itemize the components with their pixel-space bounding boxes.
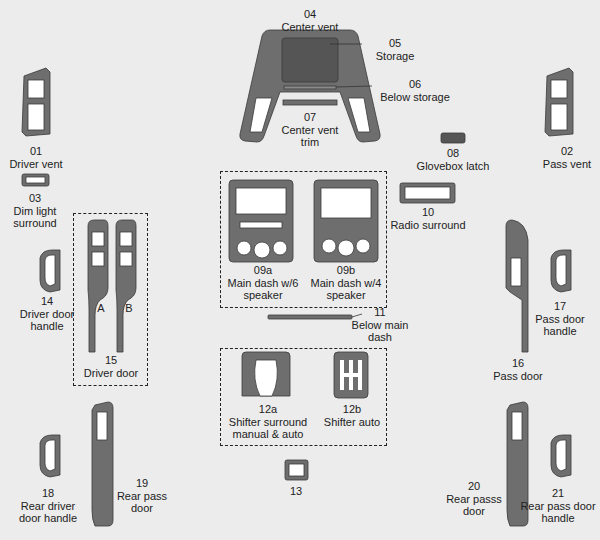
callout-label: 10 Radio surround	[378, 206, 478, 231]
callout-label: 01 Driver vent	[3, 145, 69, 170]
main-dash-part	[314, 180, 378, 262]
door-handle-part	[551, 250, 571, 292]
callout-label: 21 Rear pass door handle	[520, 487, 596, 525]
callout-label: 16 Pass door	[483, 357, 553, 382]
door-panel-part	[116, 220, 136, 352]
callout-label: 18 Rear driver door handle	[10, 487, 86, 525]
part-label: 15 Driver door	[76, 354, 146, 379]
callout-label: 04 Center vent	[265, 8, 355, 33]
callout-label: 06 Below storage	[375, 78, 455, 103]
door-panel-part	[88, 220, 108, 352]
part-label: A	[94, 302, 108, 315]
callout-label: 03 Dim light surround	[3, 192, 67, 230]
main-dash-part	[229, 180, 293, 262]
part-label: 09b Main dash w/4 speaker	[306, 264, 386, 302]
callout-label: 08 Glovebox latch	[405, 147, 501, 172]
callout-label: 13	[281, 485, 311, 498]
callout-label: 11 Below main dash	[340, 306, 420, 344]
shifter-auto-part	[334, 352, 368, 398]
small-trim-part	[285, 460, 308, 480]
door-handle-part	[40, 435, 60, 477]
callout-label: 07 Center vent trim	[275, 111, 345, 149]
leader-line	[330, 44, 362, 45]
shifter-surround-part	[242, 352, 290, 396]
part-label: 12a Shifter surround manual & auto	[218, 403, 318, 441]
latch-part	[441, 133, 465, 143]
radio-surround-part	[400, 183, 455, 203]
dashed-group: A B 15 Driver door	[73, 213, 148, 386]
part-label: B	[122, 302, 136, 315]
leader-line	[352, 314, 362, 317]
callout-label: 19 Rear pass door	[112, 477, 172, 515]
door-handle-part	[551, 435, 571, 477]
dashed-group: 09a Main dash w/6 speaker09b Main dash w…	[220, 171, 387, 308]
vent-part	[545, 68, 573, 136]
dashed-group: 12a Shifter surround manual & auto12b Sh…	[220, 348, 387, 446]
dim-light-part	[22, 174, 49, 186]
vent-part	[22, 68, 50, 136]
part-label: 12b Shifter auto	[317, 403, 387, 428]
callout-label: 20 Rear passs door	[441, 480, 507, 518]
below-storage-part	[284, 86, 336, 89]
callout-label: 05 Storage	[365, 37, 425, 62]
callout-label: 14 Driver door handle	[10, 295, 84, 333]
below-dash-part	[268, 315, 352, 319]
door-panel-part	[92, 402, 113, 526]
center-vent-trim-part	[283, 100, 337, 105]
callout-label: 02 Pass vent	[537, 145, 597, 170]
leader-line	[336, 86, 372, 87]
door-panel-part	[506, 220, 528, 352]
storage-part	[282, 38, 338, 82]
callout-label: 17 Pass door handle	[525, 300, 595, 338]
part-label: 09a Main dash w/6 speaker	[223, 264, 303, 302]
door-handle-part	[40, 250, 60, 292]
